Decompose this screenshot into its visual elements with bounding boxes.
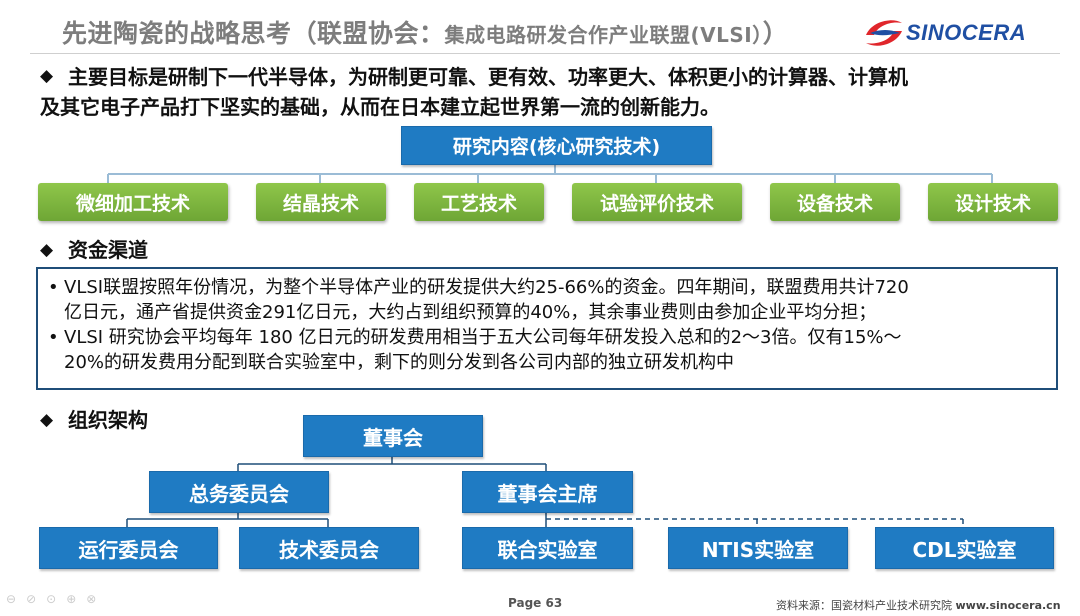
org-chairman-box: 董事会主席	[462, 471, 633, 513]
bullet-dot-icon: •	[48, 327, 59, 348]
research-item-testing: 试验评价技术	[572, 183, 742, 221]
org-technical-box: 技术委员会	[239, 527, 419, 569]
org-board-label: 董事会	[363, 425, 423, 450]
diamond-bullet-icon: ◆	[40, 240, 54, 260]
goal-line-1: 主要目标是研制下一代半导体，为研制更可靠、更有效、功率更大、体积更小的计算器、计…	[68, 65, 908, 89]
brand-name: SINOCERA	[906, 20, 1027, 45]
diamond-bullet-icon: ◆	[40, 66, 54, 86]
title-close: ）	[762, 19, 789, 48]
funding-box: • VLSI联盟按照年份情况，为整个半导体产业的研发提供大约25-66%的资金。…	[36, 267, 1058, 390]
source-url: www.sinocera.cn	[955, 599, 1061, 612]
research-item-design: 设计技术	[928, 183, 1058, 221]
org-chairman-label: 董事会主席	[497, 481, 598, 506]
org-joint-lab-box: 联合实验室	[462, 527, 633, 569]
research-root-label: 研究内容(核心研究技术)	[452, 136, 661, 158]
research-item-label: 微细加工技术	[75, 192, 190, 215]
funding-list: • VLSI联盟按照年份情况，为整个半导体产业的研发提供大约25-66%的资金。…	[38, 269, 1056, 375]
org-ntis-lab-box: NTIS实验室	[668, 527, 848, 569]
org-operations-box: 运行委员会	[39, 527, 218, 569]
source-note: 资料来源：国瓷材料产业技术研究院 www.sinocera.cn	[776, 597, 1061, 613]
funding-bullet-2-line-1: VLSI 研究协会平均每年 180 亿日元的研发费用相当于五大公司每年研发投入总…	[64, 327, 902, 348]
presentation-controls: ⊖⊘⊙⊕⊗	[6, 592, 106, 606]
funding-bullet-1-line-2: 亿日元，通产省提供资金291亿日元，大约占到组织预算的40%，其余事业费则由参加…	[64, 302, 877, 323]
org-joint-lab-label: 联合实验室	[497, 537, 598, 562]
sinocera-logo: SINOCERA	[862, 15, 1052, 51]
org-heading: 组织架构	[68, 408, 148, 432]
funding-heading: 资金渠道	[68, 238, 148, 262]
research-item-label: 结晶技术	[282, 192, 359, 215]
funding-bullet-2-line-2: 20%的研发费用分配到联合实验室中，剩下的则分发到各公司内部的独立研发机构中	[64, 352, 735, 373]
funding-bullet-1: • VLSI联盟按照年份情况，为整个半导体产业的研发提供大约25-66%的资金。…	[48, 275, 1044, 325]
research-item-process: 工艺技术	[414, 183, 544, 221]
bullet-dot-icon: •	[48, 277, 59, 298]
goal-text: 主要目标是研制下一代半导体，为研制更可靠、更有效、功率更大、体积更小的计算器、计…	[40, 62, 1068, 122]
funding-bullet-1-line-1: VLSI联盟按照年份情况，为整个半导体产业的研发提供大约25-66%的资金。四年…	[64, 277, 909, 298]
org-technical-label: 技术委员会	[279, 537, 379, 562]
org-ntis-lab-label: NTIS实验室	[701, 537, 815, 562]
title-divider	[30, 53, 1060, 54]
org-cdl-lab-label: CDL实验室	[912, 537, 1017, 562]
source-label: 资料来源：国瓷材料产业技术研究院	[776, 599, 952, 612]
org-operations-label: 运行委员会	[78, 537, 179, 562]
sinocera-logo-mark-icon	[866, 20, 902, 46]
research-item-label: 试验评价技术	[599, 192, 714, 215]
research-item-equipment: 设备技术	[770, 183, 900, 221]
diamond-bullet-icon: ◆	[40, 410, 54, 430]
goal-line-2: 及其它电子产品打下坚实的基础，从而在日本建立起世界第一流的创新能力。	[40, 95, 720, 119]
research-item-crystal: 结晶技术	[256, 183, 386, 221]
pen-icon[interactable]: ⊘	[26, 592, 47, 606]
research-root-box: 研究内容(核心研究技术)	[401, 126, 712, 165]
title-subtitle: 集成电路研发合作产业联盟(VLSI）	[444, 23, 763, 47]
zoom-icon[interactable]: ⊕	[66, 592, 87, 606]
more-options-icon[interactable]: ⊗	[86, 592, 107, 606]
page-title: 先进陶瓷的战略思考（联盟协会：集成电路研发合作产业联盟(VLSI））	[62, 14, 788, 50]
funding-bullet-2: • VLSI 研究协会平均每年 180 亿日元的研发费用相当于五大公司每年研发投…	[48, 325, 1044, 375]
org-general-affairs-label: 总务委员会	[189, 481, 289, 506]
page-number: Page 63	[508, 596, 563, 610]
research-item-microfabrication: 微细加工技术	[38, 183, 228, 221]
highlighter-icon[interactable]: ⊙	[46, 592, 67, 606]
research-item-label: 工艺技术	[440, 192, 517, 215]
org-cdl-lab-box: CDL实验室	[875, 527, 1054, 569]
title-main: 先进陶瓷的战略思考（联盟协会：	[62, 19, 445, 48]
org-board-box: 董事会	[303, 415, 483, 457]
research-item-label: 设计技术	[954, 192, 1031, 215]
research-item-label: 设备技术	[796, 192, 873, 215]
prev-slide-icon[interactable]: ⊖	[6, 592, 27, 606]
org-general-affairs-box: 总务委员会	[149, 471, 329, 513]
